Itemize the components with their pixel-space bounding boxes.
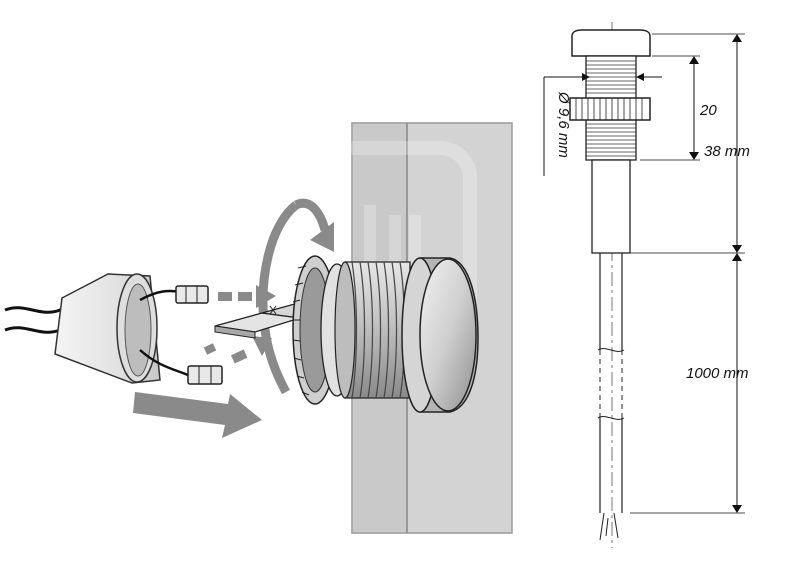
wire-connectors [175,285,223,385]
body-length-dimension: 38 mm [630,33,750,254]
diameter-label: Ø 9,6 mm [555,91,572,158]
thread-length-dimension: 20 [640,55,717,161]
assembly-illustration [4,122,513,534]
cone-housing [54,273,191,384]
sensor-head [571,29,651,57]
diameter-dimension: Ø 9,6 mm [543,73,662,176]
thread-length-label: 20 [699,102,717,119]
cable-length-dimension: 1000 mm [630,253,749,514]
sensor-body [591,159,631,254]
mounting-panel [273,122,513,534]
cable-length-label: 1000 mm [686,365,749,382]
insert-arrow-icon [133,392,262,438]
dimension-drawing: Ø 9,6 mm 20 38 mm 1000 mm [543,22,750,548]
hex-nut [569,97,651,121]
threaded-body [334,261,411,399]
sensor-cable [597,253,625,541]
body-length-label: 38 mm [704,143,750,160]
sensor-cap [401,257,479,413]
